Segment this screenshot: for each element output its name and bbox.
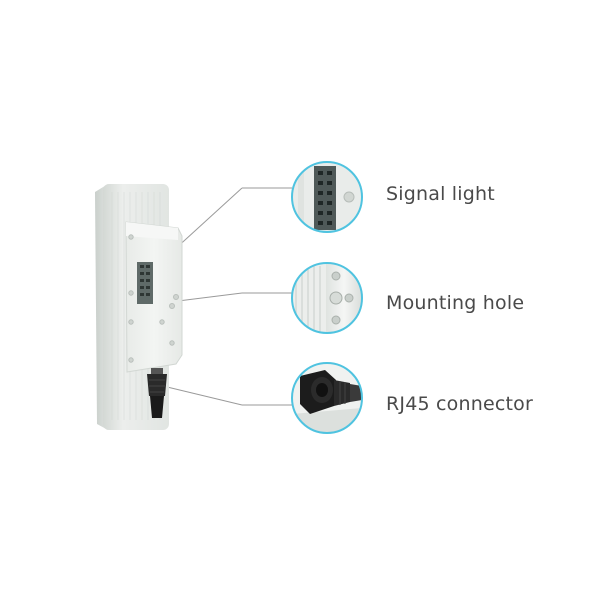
label-mounting-hole: Mounting hole — [386, 292, 525, 314]
callout-signal-zoom — [291, 161, 363, 233]
callout-rj45-zoom — [291, 362, 363, 434]
label-signal-light: Signal light — [386, 183, 495, 205]
callout-mounting-zoom — [291, 262, 363, 334]
label-rj45-connector: RJ45 connector — [386, 393, 533, 415]
leader-line-rj45 — [162, 385, 243, 406]
cpe-device — [95, 184, 183, 430]
leader-line-mounting — [177, 292, 243, 302]
led-strip — [137, 262, 153, 304]
leader-lines — [150, 187, 292, 406]
callout-ring-rj45 — [291, 362, 363, 434]
cable-gland — [147, 368, 167, 418]
rj45-gland-zoom — [300, 370, 362, 414]
callout-ring-signal — [291, 161, 363, 233]
callout-ring-mounting — [291, 262, 363, 334]
housing-screws — [128, 234, 179, 363]
